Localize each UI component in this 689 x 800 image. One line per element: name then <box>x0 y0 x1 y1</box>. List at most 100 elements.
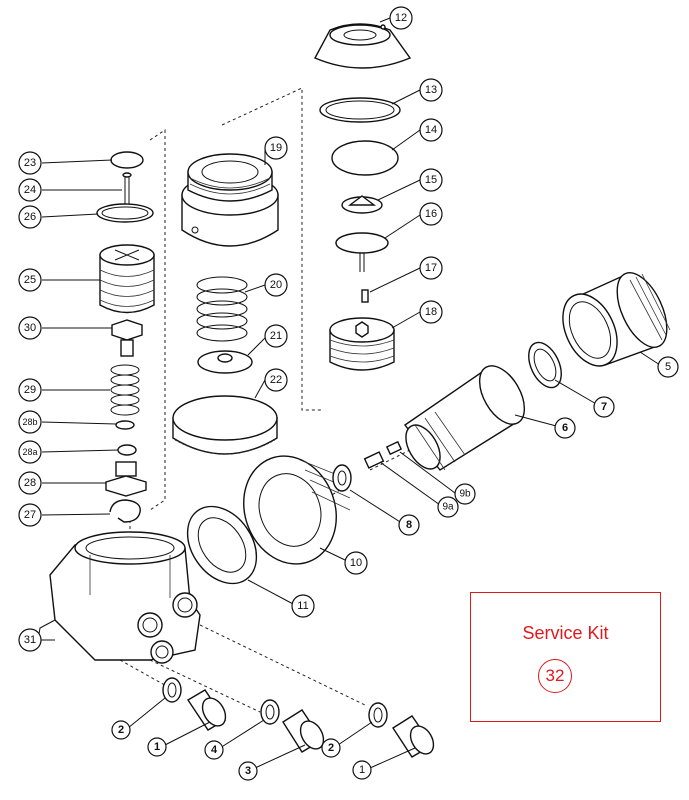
callout-3-label: 3 <box>245 765 251 777</box>
callout-19: 19 <box>264 136 288 160</box>
part-19-bonnet <box>181 153 279 247</box>
callout-21-label: 21 <box>270 330 282 342</box>
part-20-spring <box>196 276 248 342</box>
service-kit-number: 32 <box>538 659 572 693</box>
part-25-cartridge <box>99 244 155 314</box>
part-18-threaded-plug <box>329 317 395 371</box>
callout-31: 31 <box>18 628 42 652</box>
callout-29-label: 29 <box>24 384 36 396</box>
part-27-clip <box>109 499 141 523</box>
part-23-disc <box>110 151 144 169</box>
callout-8: 8 <box>398 514 420 536</box>
part-16-piston <box>335 232 389 272</box>
callout-13: 13 <box>419 78 443 102</box>
callout-9b: 9b <box>454 483 476 505</box>
callout-20-label: 20 <box>270 279 282 291</box>
service-kit-label: Service Kit <box>522 623 609 643</box>
part-9a-insert <box>363 451 385 469</box>
callout-29: 29 <box>18 378 42 402</box>
callout-22: 22 <box>264 368 288 392</box>
callout-15: 15 <box>419 168 443 192</box>
callout-14-label: 14 <box>425 124 437 136</box>
callout-23: 23 <box>18 151 42 175</box>
callout-28a-label: 28a <box>22 447 37 457</box>
callout-25: 25 <box>18 268 42 292</box>
callout-2-right: 2 <box>321 738 341 758</box>
callout-28b-label: 28b <box>22 417 37 427</box>
callout-21: 21 <box>264 324 288 348</box>
part-22-diaphragm <box>172 395 278 455</box>
callout-18-label: 18 <box>425 306 437 318</box>
callout-2-right-label: 2 <box>328 742 334 754</box>
callout-30-label: 30 <box>24 322 36 334</box>
callout-16: 16 <box>419 202 443 226</box>
callout-20: 20 <box>264 273 288 297</box>
callout-24-label: 24 <box>24 184 36 196</box>
callout-5-label: 5 <box>665 361 671 373</box>
part-12-cap <box>314 23 412 69</box>
part-17-screw <box>361 289 369 303</box>
callout-28-label: 28 <box>24 477 36 489</box>
callout-25-label: 25 <box>24 274 36 286</box>
part-8-washer <box>332 464 352 492</box>
callout-9a: 9a <box>437 496 459 518</box>
callout-3: 3 <box>238 761 258 781</box>
callout-1-right: 1 <box>352 760 372 780</box>
callout-31-label: 31 <box>24 634 36 646</box>
part-11-ring <box>186 505 258 585</box>
part-7-gasket <box>528 341 562 389</box>
callout-26: 26 <box>18 205 42 229</box>
callout-14: 14 <box>419 118 443 142</box>
callout-17-label: 17 <box>425 262 437 274</box>
callout-28b: 28b <box>18 410 42 434</box>
callout-2-left: 2 <box>111 720 131 740</box>
callout-1-right-label: 1 <box>359 764 365 776</box>
callout-6: 6 <box>554 417 576 439</box>
part-28b-oring <box>115 420 135 430</box>
part-28a-oring <box>117 444 137 456</box>
callout-12-label: 12 <box>395 12 407 24</box>
part-30-nut <box>111 319 143 357</box>
callout-28: 28 <box>18 471 42 495</box>
callout-4-label: 4 <box>211 744 218 756</box>
part-24-pin <box>122 172 132 205</box>
callout-27-label: 27 <box>24 509 36 521</box>
part-9b-insert <box>385 440 403 456</box>
part-14-membrane <box>331 140 399 176</box>
callout-30: 30 <box>18 316 42 340</box>
callout-10-label: 10 <box>350 557 362 569</box>
callout-1-left-label: 1 <box>154 741 160 753</box>
part-15-insert <box>341 195 383 214</box>
part-28-fitting <box>105 461 147 497</box>
callout-9a-label: 9a <box>442 502 454 513</box>
callout-17: 17 <box>419 256 443 280</box>
callout-11: 11 <box>291 594 315 618</box>
callout-8-label: 8 <box>406 519 412 531</box>
callout-28a: 28a <box>18 440 42 464</box>
callout-27: 27 <box>18 503 42 527</box>
callout-18: 18 <box>419 300 443 324</box>
leader-lines <box>41 17 661 769</box>
callout-23-label: 23 <box>24 157 36 169</box>
part-31-valve-body <box>37 531 201 664</box>
callout-5: 5 <box>657 356 679 378</box>
bottom-left-fitting-set <box>162 677 227 731</box>
callout-24: 24 <box>18 178 42 202</box>
callout-10: 10 <box>344 551 368 575</box>
callout-2-left-label: 2 <box>118 724 124 736</box>
part-21-washer <box>197 350 253 374</box>
callout-15-label: 15 <box>425 174 437 186</box>
callout-19-label: 19 <box>270 142 282 154</box>
callout-6-label: 6 <box>562 422 568 434</box>
bottom-middle-fitting-set <box>260 699 325 753</box>
part-26-oring <box>96 203 154 223</box>
callout-7: 7 <box>593 396 615 418</box>
callout-12: 12 <box>389 6 413 30</box>
callout-7-label: 7 <box>601 401 607 413</box>
part-5-union-nut <box>562 272 671 367</box>
callout-22-label: 22 <box>270 374 282 386</box>
part-10-union-nut <box>243 455 351 565</box>
callout-11-label: 11 <box>297 600 308 612</box>
service-kit-box: Service Kit 32 <box>470 592 661 722</box>
